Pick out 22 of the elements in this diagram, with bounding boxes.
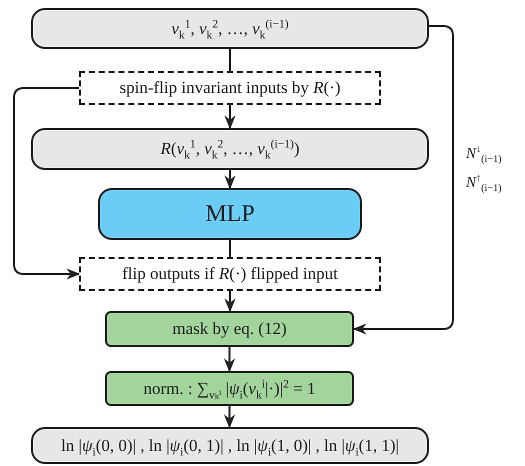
arrow xyxy=(224,406,236,428)
process-box xyxy=(105,311,354,347)
process-box xyxy=(105,371,354,406)
arrow xyxy=(13,87,80,280)
arrow xyxy=(352,25,454,335)
operation-box xyxy=(79,71,381,105)
node-text: MLP xyxy=(205,200,255,228)
data-box xyxy=(31,427,429,464)
node-text: ln |ψ$_{i}$(0, 0)| , ln |ψ$_{i}$(0, 1)| , ln |ψ$_{i}$(1, 0)| , ln |ψ$_{i}$(1, 1)| xyxy=(61,436,399,456)
node-text: flip outputs if R(·) flipped input xyxy=(122,264,338,284)
arrow xyxy=(224,170,236,190)
network-box xyxy=(98,188,362,240)
node-text: spin-flip invariant inputs by R(·) xyxy=(120,78,340,98)
arrow xyxy=(224,105,236,130)
arrow xyxy=(224,347,236,372)
node-text: norm. : ∑$_{vₖⁱ}$ |ψ$_{i}$(v$_{k}$$^{i}$|·)|$^{2}$ = 1 xyxy=(144,378,316,398)
node-text: mask by eq. (12) xyxy=(172,319,287,339)
arrow xyxy=(224,291,236,312)
data-box xyxy=(31,8,429,49)
data-box xyxy=(31,128,429,170)
node-text: R(v$_{k}$$^{1}$, v$_{k}$$^{2}$, …, v$_{k}$$^{(i−1)}$) xyxy=(160,139,300,159)
operation-box xyxy=(79,257,381,291)
